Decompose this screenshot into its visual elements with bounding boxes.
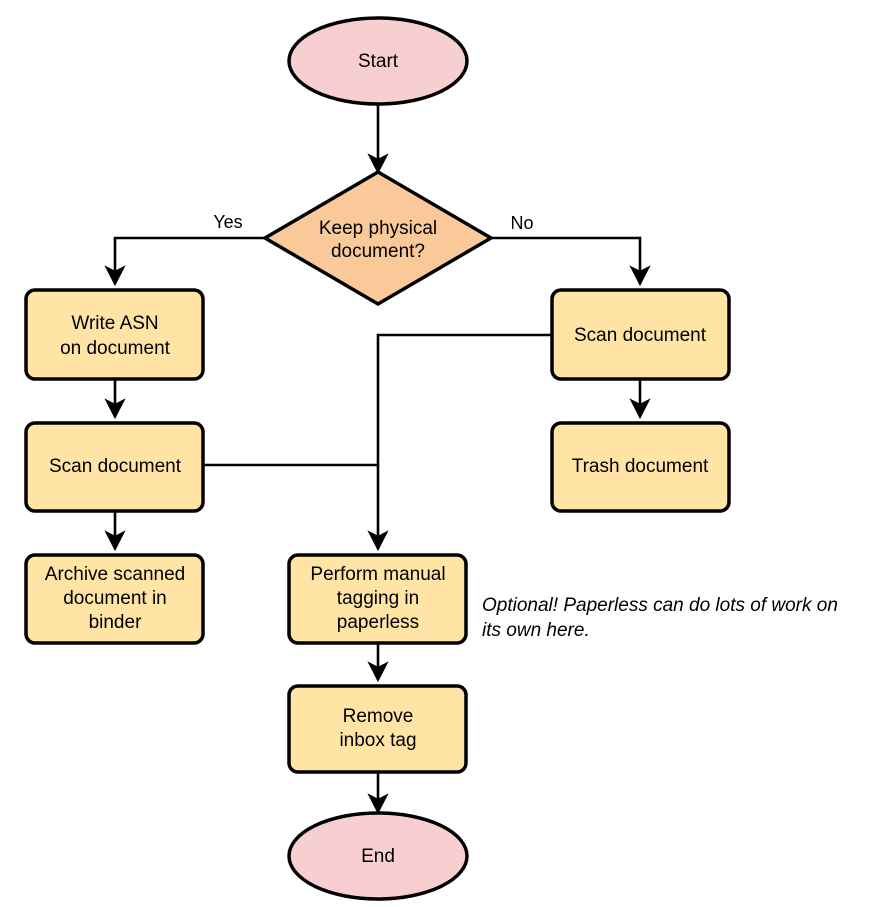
decision-diamond-shape xyxy=(261,169,495,307)
node-scan-document-right[interactable]: Scan document xyxy=(550,288,731,381)
archive-label-line3: binder xyxy=(89,612,142,633)
tagging-box-shape xyxy=(287,553,468,645)
archive-box-shape xyxy=(24,553,205,645)
start-label: Start xyxy=(358,51,399,72)
node-perform-manual-tagging[interactable]: Perform manual tagging in paperless xyxy=(287,553,468,645)
tagging-label-line3: paperless xyxy=(337,612,419,633)
edge-label-no: No xyxy=(510,213,533,233)
archive-label-line1: Archive scanned xyxy=(45,564,185,585)
annotation-optional-note: Optional! Paperless can do lots of work … xyxy=(482,595,838,641)
start-ellipse-shape xyxy=(287,16,469,106)
write-asn-box-shape xyxy=(24,288,205,381)
annotation-line2: its own here. xyxy=(482,620,590,641)
scan-document-left-label: Scan document xyxy=(49,456,182,477)
node-start[interactable]: Start xyxy=(287,16,469,106)
connector-scan-right-to-tagging xyxy=(367,333,552,552)
node-write-asn-on-document[interactable]: Write ASN on document xyxy=(24,288,205,381)
remove-inbox-label-line1: Remove xyxy=(343,706,414,727)
node-trash-document[interactable]: Trash document xyxy=(550,421,731,513)
node-end[interactable]: End xyxy=(287,811,469,901)
connector-decision-yes-to-write-asn xyxy=(104,236,265,287)
remove-inbox-label-line2: inbox tag xyxy=(339,730,416,751)
tagging-label-line2: tagging in xyxy=(337,588,419,609)
write-asn-label-line2: on document xyxy=(60,338,171,359)
remove-inbox-box-shape xyxy=(287,684,468,774)
tagging-label-line1: Perform manual xyxy=(310,564,445,585)
node-scan-document-left[interactable]: Scan document xyxy=(24,421,205,513)
edge-label-yes: Yes xyxy=(213,212,242,232)
decision-label-line1: Keep physical xyxy=(319,218,437,239)
decision-label-line2: document? xyxy=(331,241,425,262)
node-decision-keep-physical-document[interactable]: Keep physical document? xyxy=(261,169,495,307)
annotation-line1: Optional! Paperless can do lots of work … xyxy=(482,595,838,616)
trash-document-box-shape xyxy=(550,421,731,513)
node-archive-scanned-document[interactable]: Archive scanned document in binder xyxy=(24,553,205,645)
trash-document-label: Trash document xyxy=(572,456,709,477)
node-remove-inbox-tag[interactable]: Remove inbox tag xyxy=(287,684,468,774)
archive-label-line2: document in xyxy=(63,588,167,609)
scan-document-right-box-shape xyxy=(550,288,731,381)
scan-document-right-label: Scan document xyxy=(574,325,707,346)
end-label: End xyxy=(361,846,395,867)
end-ellipse-shape xyxy=(287,811,469,901)
write-asn-label-line1: Write ASN xyxy=(71,313,158,334)
connector-decision-no-to-scan-right xyxy=(491,236,651,287)
scan-document-left-box-shape xyxy=(24,421,205,513)
